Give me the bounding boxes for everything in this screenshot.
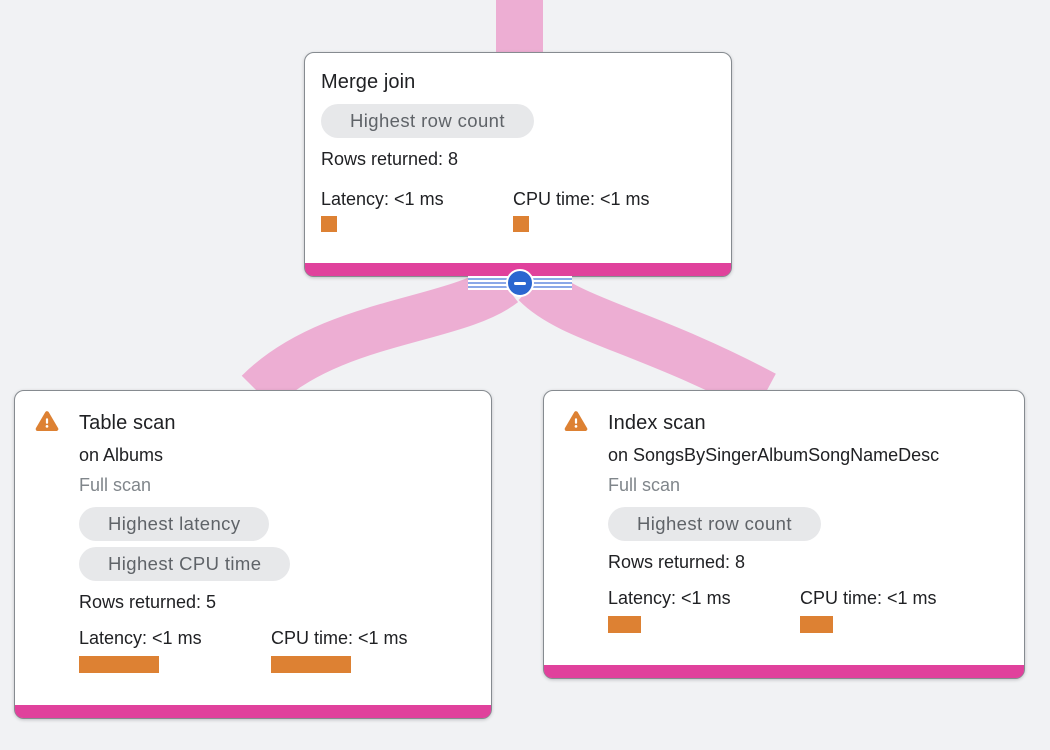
node-index-scan[interactable]: Index scan on SongsBySingerAlbumSongName… (543, 390, 1025, 679)
rows-returned-label: Rows returned: 8 (608, 552, 746, 572)
cpu-time-label: CPU time: <1 ms (271, 628, 408, 648)
cpu-time-metric: CPU time: <1 ms (513, 187, 705, 232)
node-merge-join-content: Merge join Highest row count Rows return… (305, 53, 731, 276)
highest-cpu-time-badge: Highest CPU time (79, 547, 291, 581)
latency-label: Latency: <1 ms (608, 588, 731, 608)
latency-bar (608, 616, 641, 633)
edge-parent-top (496, 0, 543, 55)
latency-label: Latency: <1 ms (321, 189, 444, 209)
highest-row-count-badge: Highest row count (321, 104, 534, 138)
cpu-time-label: CPU time: <1 ms (513, 189, 650, 209)
node-title: Merge join (321, 71, 416, 93)
collapse-control (468, 269, 572, 297)
cpu-time-label: CPU time: <1 ms (800, 588, 937, 608)
cpu-time-bar (271, 656, 351, 673)
node-accent-bar (544, 665, 1024, 678)
node-subtitle: on SongsBySingerAlbumSongNameDesc (608, 445, 940, 465)
highest-row-count-badge: Highest row count (608, 507, 821, 541)
cpu-time-bar (800, 616, 833, 633)
node-subtitle: on Albums (79, 445, 164, 465)
node-accent-bar (15, 705, 491, 718)
badge-row: Highest latency (79, 507, 475, 541)
latency-bar (321, 216, 337, 232)
node-merge-join[interactable]: Merge join Highest row count Rows return… (304, 52, 732, 277)
badge-row: Highest row count (608, 507, 1008, 541)
cpu-time-metric: CPU time: <1 ms (800, 586, 992, 633)
cpu-time-metric: CPU time: <1 ms (271, 626, 463, 673)
scan-type-label: Full scan (608, 475, 681, 495)
metrics-row: Latency: <1 ms CPU time: <1 ms (321, 187, 715, 232)
rows-returned-label: Rows returned: 5 (79, 592, 217, 612)
minus-icon (514, 281, 526, 285)
edge-to-index-scan (518, 267, 776, 415)
metrics-row: Latency: <1 ms CPU time: <1 ms (79, 626, 475, 673)
latency-metric: Latency: <1 ms (79, 626, 271, 673)
warning-icon (35, 411, 59, 431)
metrics-row: Latency: <1 ms CPU time: <1 ms (608, 586, 1008, 633)
latency-bar (79, 656, 159, 673)
scan-type-label: Full scan (79, 475, 152, 495)
collapse-children-button[interactable] (506, 269, 534, 297)
node-title: Index scan (608, 412, 706, 434)
rows-returned-label: Rows returned: 8 (321, 149, 459, 169)
highest-latency-badge: Highest latency (79, 507, 270, 541)
node-title: Table scan (79, 412, 176, 434)
node-index-scan-content: Index scan on SongsBySingerAlbumSongName… (544, 391, 1024, 678)
latency-metric: Latency: <1 ms (321, 187, 513, 232)
latency-label: Latency: <1 ms (79, 628, 202, 648)
badge-row: Highest CPU time (79, 547, 475, 581)
node-table-scan-content: Table scan on Albums Full scan Highest l… (15, 391, 491, 718)
badge-row: Highest row count (321, 104, 715, 138)
edge-to-table-scan (241, 265, 519, 409)
latency-metric: Latency: <1 ms (608, 586, 800, 633)
cpu-time-bar (513, 216, 529, 232)
warning-icon (564, 411, 588, 431)
node-table-scan[interactable]: Table scan on Albums Full scan Highest l… (14, 390, 492, 719)
